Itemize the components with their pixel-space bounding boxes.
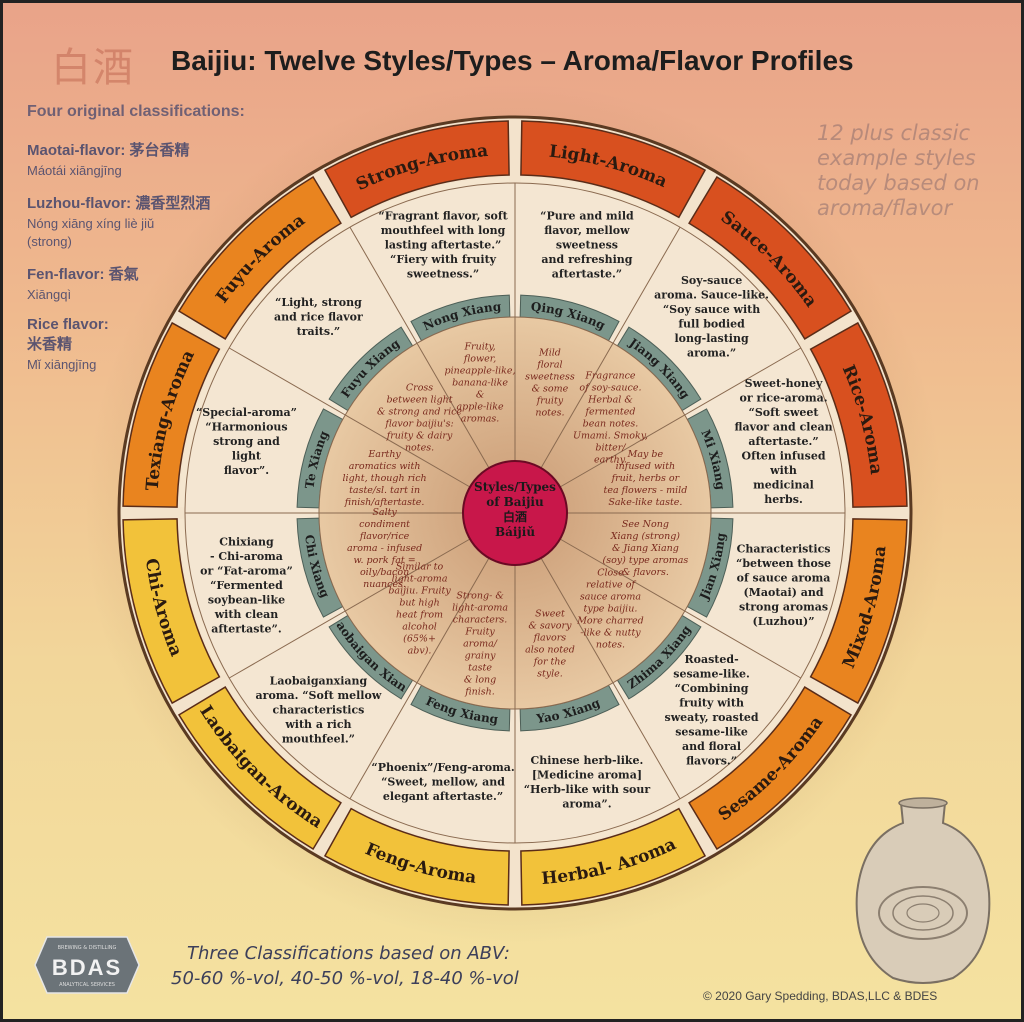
abv-classifications: Three Classifications based on ABV: 50-6… xyxy=(171,943,519,989)
styles-note-line: aroma/flavor xyxy=(817,196,953,220)
aroma-band-inner-edge xyxy=(226,682,346,802)
logo-top-text: BREWING & DISTILLING xyxy=(58,945,117,951)
aroma-band-inner-edge xyxy=(803,518,851,676)
classification-item: Fen-flavor: 香氣 Xiāngqì xyxy=(27,263,267,302)
aroma-band-inner-edge xyxy=(803,350,851,508)
aroma-wheel: Light-AromaSauce-AromaRice-AromaMixed-Ar… xyxy=(3,3,945,943)
aroma-band-inner-edge xyxy=(520,177,678,225)
segment-divider xyxy=(349,557,490,800)
aroma-band-segment xyxy=(688,175,853,340)
segment-divider xyxy=(559,538,802,679)
styles-note-line: 12 plus classic xyxy=(817,121,970,145)
aroma-band-segment xyxy=(688,686,853,851)
style-description: “Phoenix”/Feng-aroma.“Sweet, mellow, and… xyxy=(371,761,514,803)
segment-divider xyxy=(349,226,490,469)
aroma-band-inner-edge xyxy=(352,801,510,849)
aroma-band-segment xyxy=(809,321,908,508)
center-hub xyxy=(462,460,568,566)
aroma-band-segment xyxy=(122,321,221,508)
segment-divider xyxy=(228,538,471,679)
classification-chinese: 米香精 xyxy=(27,336,73,353)
abv-values: 50-60 %-vol, 40-50 %-vol, 18-40 %-vol xyxy=(171,968,519,989)
style-description: Chinese herb-like.[Medicine aroma]“Herb-… xyxy=(524,754,651,811)
aroma-band-segment xyxy=(809,518,908,705)
segment-divider xyxy=(540,557,681,800)
classification-name: Luzhou-flavor: 濃香型烈酒 xyxy=(27,195,211,212)
aroma-band-segment xyxy=(177,686,342,851)
classification-panel: Four original classifications: Maotai-fl… xyxy=(27,103,267,386)
classification-heading: Four original classifications: xyxy=(27,103,245,120)
style-notes: Fruity,flower,pineapple-like,banana-like… xyxy=(445,342,516,425)
classification-name: Rice flavor: xyxy=(27,316,109,333)
aroma-band-inner-edge xyxy=(684,224,804,344)
styles-note: 12 plus classic example styles today bas… xyxy=(817,121,1017,221)
aroma-band-inner-edge xyxy=(226,224,346,344)
classification-pinyin: Nóng xiāng xíng liè jiǔ xyxy=(27,216,155,231)
classification-item: Luzhou-flavor: 濃香型烈酒 Nóng xiāng xíng liè… xyxy=(27,192,267,249)
aroma-band-inner-edge xyxy=(520,801,678,849)
abv-title: Three Classifications based on ABV: xyxy=(187,943,510,964)
title-chinese: 白酒 xyxy=(51,45,135,91)
copyright: © 2020 Gary Spedding, BDAS,LLC & BDES xyxy=(703,989,938,1003)
classification-item: Rice flavor: 米香精 Mǐ xiāngjīng xyxy=(27,316,267,372)
page-title: Baijiu: Twelve Styles/Types – Aroma/Flav… xyxy=(171,45,854,76)
bdas-logo: BREWING & DISTILLING BDAS ANALYTICAL SER… xyxy=(34,936,140,994)
logo-name: BDAS xyxy=(52,955,122,980)
aroma-band-segment xyxy=(520,120,707,219)
aroma-band-inner-edge xyxy=(179,518,227,676)
classification-name: Maotai-flavor: 茅台香精 xyxy=(27,142,190,159)
classification-name: Fen-flavor: 香氣 xyxy=(27,266,139,283)
aroma-band-inner-edge xyxy=(352,177,510,225)
aroma-band-segment xyxy=(323,807,510,906)
styles-note-line: today based on xyxy=(817,171,980,195)
classification-item: Maotai-flavor: 茅台香精 Máotái xiāngjīng xyxy=(27,139,267,178)
segment-divider xyxy=(228,347,471,488)
aroma-band-inner-edge xyxy=(179,350,227,508)
aroma-band-segment xyxy=(177,175,342,340)
classification-pinyin: Máotái xiāngjīng xyxy=(27,163,122,178)
aroma-band-segment xyxy=(122,518,221,705)
logo-bottom-text: ANALYTICAL SERVICES xyxy=(59,982,115,988)
classification-pinyin: Xiāngqì xyxy=(27,287,72,302)
classification-pinyin: Mǐ xiāngjīng xyxy=(27,357,97,372)
classification-note: (strong) xyxy=(27,234,72,249)
aroma-band-segment xyxy=(520,807,707,906)
jar-illustration xyxy=(855,797,991,984)
segment-divider xyxy=(540,226,681,469)
segment-divider xyxy=(559,347,802,488)
aroma-band-inner-edge xyxy=(684,682,804,802)
styles-note-line: example styles xyxy=(817,146,976,170)
aroma-band-segment xyxy=(323,120,510,219)
